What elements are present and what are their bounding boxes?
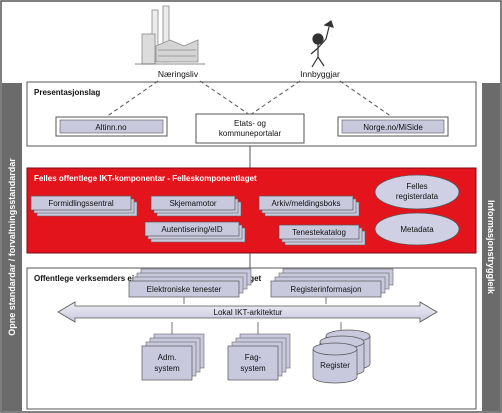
component-skjema-label: Skjemamotor xyxy=(169,199,216,208)
portal-etats: Etats- og kommuneportalar xyxy=(195,113,305,144)
right-security-bar: Informasjonstryggleik xyxy=(482,83,500,411)
left-standards-bar: Opne standardar / forvaltningsstandardar xyxy=(2,83,22,411)
fag-system-line1: Fag- xyxy=(245,353,262,362)
adm-system-line1: Adm. xyxy=(158,353,177,362)
electronic-services-label: Elektroniske tenester xyxy=(147,285,222,294)
component-tenestekatalog: Tenestekatalog xyxy=(278,224,366,246)
registerdata-line1: Felles xyxy=(406,182,427,191)
register-database-icon xyxy=(312,329,371,384)
metadata-ellipse: Metadata xyxy=(374,212,460,246)
component-formidling: Formidlingssentral xyxy=(30,195,138,217)
person-icon xyxy=(310,20,334,68)
factory-icon xyxy=(135,5,205,65)
business-label: Næringsliv xyxy=(158,69,199,79)
register-info-label: Registerinformasjon xyxy=(290,285,361,294)
registerdata-line2: registerdata xyxy=(396,192,439,201)
register-label: Register xyxy=(320,361,350,370)
component-autentisering: Autentisering/eID xyxy=(144,221,246,243)
electronic-services-stack: Elektroniske tenester xyxy=(128,268,252,298)
component-skjema: Skjemamotor xyxy=(150,195,242,217)
component-arkiv: Arkiv/meldingsboks xyxy=(258,195,360,217)
citizen-label: Innbyggjar xyxy=(300,69,340,79)
left-bar-label: Opne standardar / forvaltningsstandardar xyxy=(7,158,17,336)
actor-portal-connectors xyxy=(105,80,393,118)
local-architecture-label: Lokal IKT-arkitektur xyxy=(214,308,283,317)
portal-altinn-label: Altinn.no xyxy=(95,123,127,132)
portal-etats-line2: kommuneportalar xyxy=(219,129,282,138)
local-architecture-arrow: Lokal IKT-arkitektur xyxy=(57,301,438,323)
right-bar-label: Informasjonstryggleik xyxy=(486,200,496,295)
fag-system-line2: system xyxy=(240,364,266,373)
component-formidling-label: Formidlingssentral xyxy=(48,199,114,208)
portal-altinn: Altinn.no xyxy=(55,116,168,137)
presentation-layer-title: Presentasjonslag xyxy=(34,88,100,97)
common-layer-title: Felles offentlege IKT-komponentar - Fell… xyxy=(34,174,257,183)
registerdata-ellipse: Felles registerdata xyxy=(374,174,460,210)
metadata-label: Metadata xyxy=(400,225,434,234)
portal-etats-line1: Etats- og xyxy=(234,119,266,128)
adm-system-stack: Adm. system xyxy=(141,333,205,381)
portal-norge: Norge.no/MiSide xyxy=(337,116,449,137)
component-tenestekatalog-label: Tenestekatalog xyxy=(292,228,346,237)
fag-system-stack: Fag- system xyxy=(227,333,291,381)
component-arkiv-label: Arkiv/meldingsboks xyxy=(272,199,341,208)
register-info-stack: Registerinformasjon xyxy=(270,268,394,298)
component-autentisering-label: Autentisering/eID xyxy=(161,225,223,234)
adm-system-line2: system xyxy=(154,364,180,373)
portal-norge-label: Norge.no/MiSide xyxy=(363,123,423,132)
